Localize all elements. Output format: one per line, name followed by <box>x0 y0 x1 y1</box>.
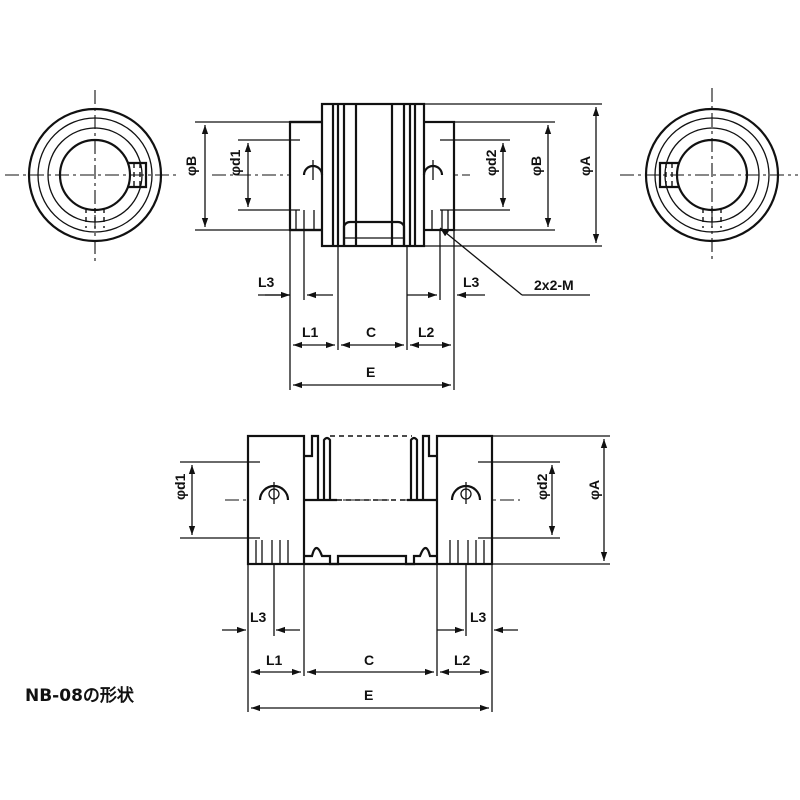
label-phiA-top: φA <box>577 156 593 176</box>
label-C-bottom: C <box>364 652 374 668</box>
drawing-title: NB-08の形状 <box>25 685 135 706</box>
bottom-side-view <box>180 434 610 712</box>
label-L3-right-top: L3 <box>463 274 480 290</box>
right-end-view <box>620 88 798 262</box>
label-phiB-left: φB <box>183 156 199 176</box>
label-phid1-top: φd1 <box>227 149 243 176</box>
label-L3-left-bottom: L3 <box>250 609 267 625</box>
label-E-top: E <box>366 364 375 380</box>
label-phid1-bottom: φd1 <box>172 473 188 500</box>
label-L1-top: L1 <box>302 324 319 340</box>
label-L1-bottom: L1 <box>266 652 283 668</box>
label-phiA-bottom: φA <box>586 480 602 500</box>
label-E-bottom: E <box>364 687 373 703</box>
label-phiB-right: φB <box>528 156 544 176</box>
label-screw: 2x2-M <box>534 277 574 293</box>
label-L3-left-top: L3 <box>258 274 275 290</box>
left-end-view <box>5 90 180 262</box>
label-phid2-top: φd2 <box>483 149 499 176</box>
label-L3-right-bottom: L3 <box>470 609 487 625</box>
label-L2-bottom: L2 <box>454 652 471 668</box>
label-C-top: C <box>366 324 376 340</box>
label-phid2-bottom: φd2 <box>534 473 550 500</box>
label-L2-top: L2 <box>418 324 435 340</box>
top-side-view <box>195 102 602 390</box>
